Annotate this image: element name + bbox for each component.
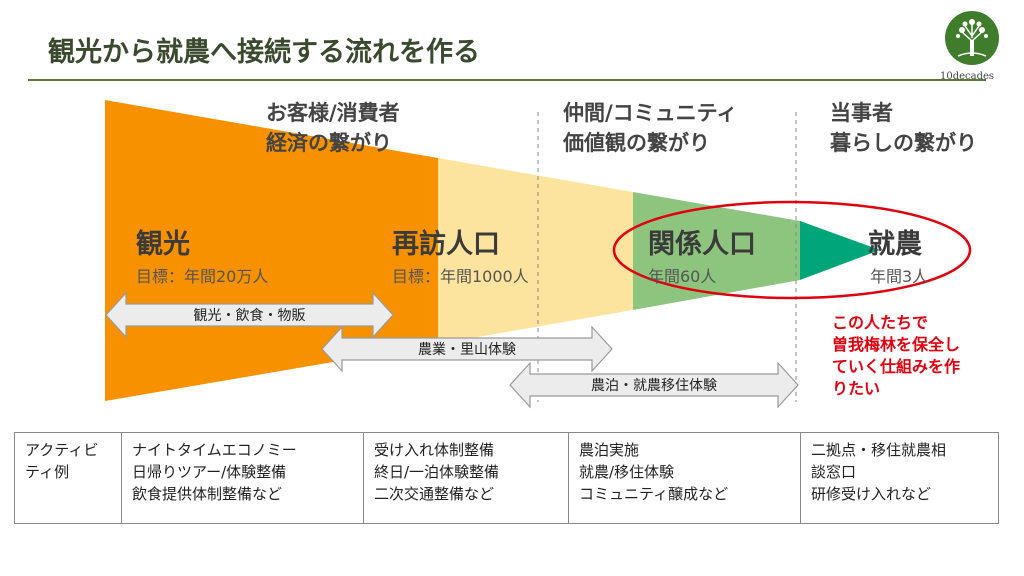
stage-band-shuno bbox=[800, 221, 880, 280]
activities-table: アクティビ ティ例 ナイトタイムエコノミー 日帰りツアー/体験整備 飲食提供体制… bbox=[14, 432, 999, 524]
activities-cell-kankei: 農泊実施 就農/移住体験 コミュニティ醸成など bbox=[568, 432, 801, 524]
stage-target-kankei: 年間60人 bbox=[648, 267, 717, 286]
header-stakeholder: 当事者 暮らしの繋がり bbox=[830, 101, 977, 155]
callout-text: この人たちで 曽我梅林を保全し ていく仕組みを作 りたい bbox=[832, 313, 961, 398]
stage-target-kanko: 目標：年間20万人 bbox=[136, 267, 269, 286]
arrow-label-3: 農泊・就農移住体験 bbox=[591, 378, 717, 394]
header-consumer: お客様/消費者 経済の繋がり bbox=[266, 101, 400, 155]
activities-cell-kanko: ナイトタイムエコノミー 日帰りツアー/体験整備 飲食提供体制整備など bbox=[121, 432, 364, 524]
arrow-label-2: 農業・里山体験 bbox=[418, 342, 516, 358]
stage-name-shuno: 就農 bbox=[868, 229, 922, 260]
arrow-shape-1 bbox=[105, 291, 394, 339]
tree-logo-icon bbox=[945, 11, 999, 65]
stage-name-saiho: 再訪人口 bbox=[392, 229, 500, 260]
activities-cell-saiho: 受け入れ体制整備 終日/一泊体験整備 二次交通整備など bbox=[363, 432, 569, 524]
arrow-shape-3 bbox=[509, 361, 799, 409]
stage-target-saiho: 目標：年間1000人 bbox=[392, 267, 529, 286]
stage-band-saiho bbox=[438, 158, 633, 344]
stage-name-kanko: 観光 bbox=[136, 229, 190, 260]
stage-band-kankei bbox=[633, 192, 800, 310]
stage-target-shuno: 年間3人 bbox=[870, 267, 929, 286]
table-row: アクティビ ティ例 ナイトタイムエコノミー 日帰りツアー/体験整備 飲食提供体制… bbox=[14, 432, 999, 524]
stage-name-kankei: 関係人口 bbox=[648, 229, 756, 260]
arrow-shape-2 bbox=[321, 325, 613, 373]
page-title: 観光から就農へ接続する流れを作る bbox=[48, 37, 480, 68]
activities-label-cell: アクティビ ティ例 bbox=[14, 432, 122, 524]
logo-text: 10decades bbox=[940, 71, 995, 82]
header-community: 仲間/コミュニティ 価値観の繋がり bbox=[563, 101, 738, 155]
activities-cell-shuno: 二拠点・移住就農相 談窓口 研修受け入れなど bbox=[800, 432, 999, 524]
title-divider bbox=[28, 79, 986, 81]
highlight-ellipse bbox=[612, 200, 972, 300]
arrow-label-1: 観光・飲食・物販 bbox=[193, 308, 306, 324]
